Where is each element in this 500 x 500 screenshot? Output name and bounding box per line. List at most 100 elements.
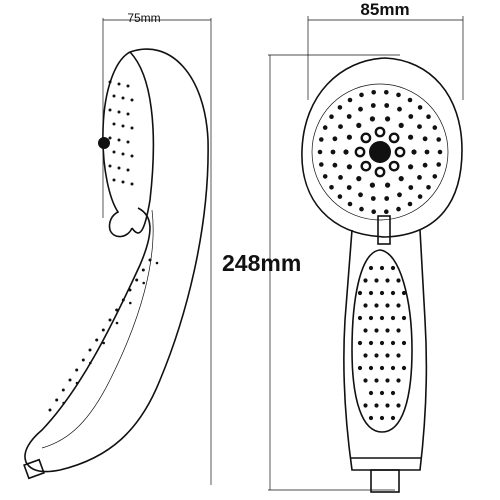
nozzle-dot	[385, 182, 391, 188]
nozzle-dot	[322, 174, 328, 179]
nozzle-dot	[424, 149, 430, 155]
nozzle-dot	[346, 114, 352, 119]
nozzle-dot	[317, 149, 323, 155]
nozzle-dot	[374, 126, 386, 138]
grip-dot	[385, 378, 390, 383]
nozzle-dot	[347, 97, 353, 103]
side-grip-dot	[68, 378, 72, 382]
nozzle-dot	[407, 97, 413, 103]
nozzle-dot	[417, 105, 423, 110]
grip-dot	[379, 340, 385, 346]
nozzle-dot	[408, 114, 414, 119]
side-nozzle-dot	[121, 124, 125, 128]
side-grip-dot	[75, 381, 79, 385]
grip-dot	[385, 353, 390, 358]
nozzle-dot	[426, 185, 431, 190]
side-nozzle-hub	[98, 137, 110, 149]
nozzle-dot	[398, 176, 404, 182]
total-length-label: 248mm	[222, 250, 302, 276]
side-grip-dot	[62, 401, 65, 405]
grip-dot	[368, 415, 374, 421]
grip-dot	[368, 265, 374, 271]
side-grip-dot	[148, 258, 152, 262]
side-grip-dot	[129, 301, 132, 305]
side-nozzle-dot	[117, 166, 121, 170]
side-nozzle-dot	[130, 182, 134, 186]
grip-dot	[363, 278, 368, 283]
nozzle-dot	[397, 192, 402, 198]
grip-dot	[396, 403, 401, 408]
grip-dot	[379, 290, 385, 296]
side-grip-dot	[61, 388, 65, 392]
side-grip-dot	[142, 281, 145, 285]
grip-dot	[374, 403, 379, 408]
side-nozzle-dot	[130, 154, 134, 158]
side-nozzle-dot	[108, 108, 112, 112]
front-center-nozzle	[369, 141, 391, 163]
side-grip-dot	[95, 338, 99, 342]
side-grip-dot	[141, 268, 145, 272]
side-nozzle-dot	[130, 126, 134, 130]
grip-dot	[368, 365, 374, 371]
side-grip-dot	[75, 368, 79, 372]
side-nozzle-dot	[126, 168, 130, 172]
nozzle-dot	[360, 160, 372, 172]
nozzle-dot	[384, 196, 390, 201]
side-grip-dot	[121, 298, 125, 302]
grip-dot	[363, 403, 368, 408]
front-spray-face	[311, 83, 449, 221]
side-grip-dot	[135, 278, 139, 282]
nozzle-dot	[407, 201, 413, 207]
grip-dot	[390, 290, 396, 296]
nozzle-dot	[370, 103, 376, 108]
nozzle-dot	[359, 92, 364, 98]
side-nozzle-dot	[121, 152, 125, 156]
grip-dot	[390, 315, 396, 321]
nozzle-dot	[371, 209, 377, 214]
nozzle-dot	[329, 185, 334, 190]
front-head-outline	[301, 57, 463, 238]
grip-dot	[401, 290, 407, 296]
nozzle-dot	[432, 174, 438, 179]
nozzle-dot	[371, 90, 377, 95]
grip-dot	[379, 265, 385, 271]
side-nozzle-dot	[121, 180, 125, 184]
nozzle-dot	[347, 201, 353, 207]
side-outline-back	[24, 48, 209, 473]
grip-dot	[363, 378, 368, 383]
side-nozzle-dot	[126, 84, 130, 88]
side-view	[23, 18, 212, 485]
side-grip-dot	[101, 328, 105, 332]
side-grip-dot	[155, 261, 159, 265]
nozzle-dot	[330, 149, 336, 155]
front-connector	[370, 469, 400, 493]
grip-dot	[390, 415, 396, 421]
grip-dot	[385, 328, 390, 333]
grip-dot	[374, 303, 379, 308]
side-handle-ridge	[41, 209, 154, 449]
nozzle-dot	[338, 175, 343, 180]
grip-dot	[396, 303, 401, 308]
grip-dot	[379, 390, 385, 396]
side-nozzle-dot	[112, 94, 116, 98]
nozzle-dot	[346, 134, 352, 140]
nozzle-dot	[388, 160, 400, 172]
front-view	[268, 16, 464, 493]
nozzle-dot	[417, 175, 422, 180]
side-connector	[23, 458, 45, 480]
grip-dot	[374, 278, 379, 283]
nozzle-dot	[408, 134, 414, 140]
grip-dot	[374, 353, 379, 358]
nozzle-dot	[385, 116, 391, 122]
side-nozzle-dot	[130, 98, 134, 102]
nozzle-dot	[358, 192, 363, 198]
nozzle-dot	[346, 185, 352, 190]
nozzle-dot	[397, 106, 402, 112]
nozzle-dot	[346, 164, 352, 170]
side-view-nozzles	[48, 80, 159, 412]
grip-dot	[396, 328, 401, 333]
grip-dot	[357, 315, 363, 321]
nozzle-dot	[332, 162, 338, 168]
grip-texture-dots	[357, 265, 407, 421]
side-grip-dot	[108, 318, 112, 322]
